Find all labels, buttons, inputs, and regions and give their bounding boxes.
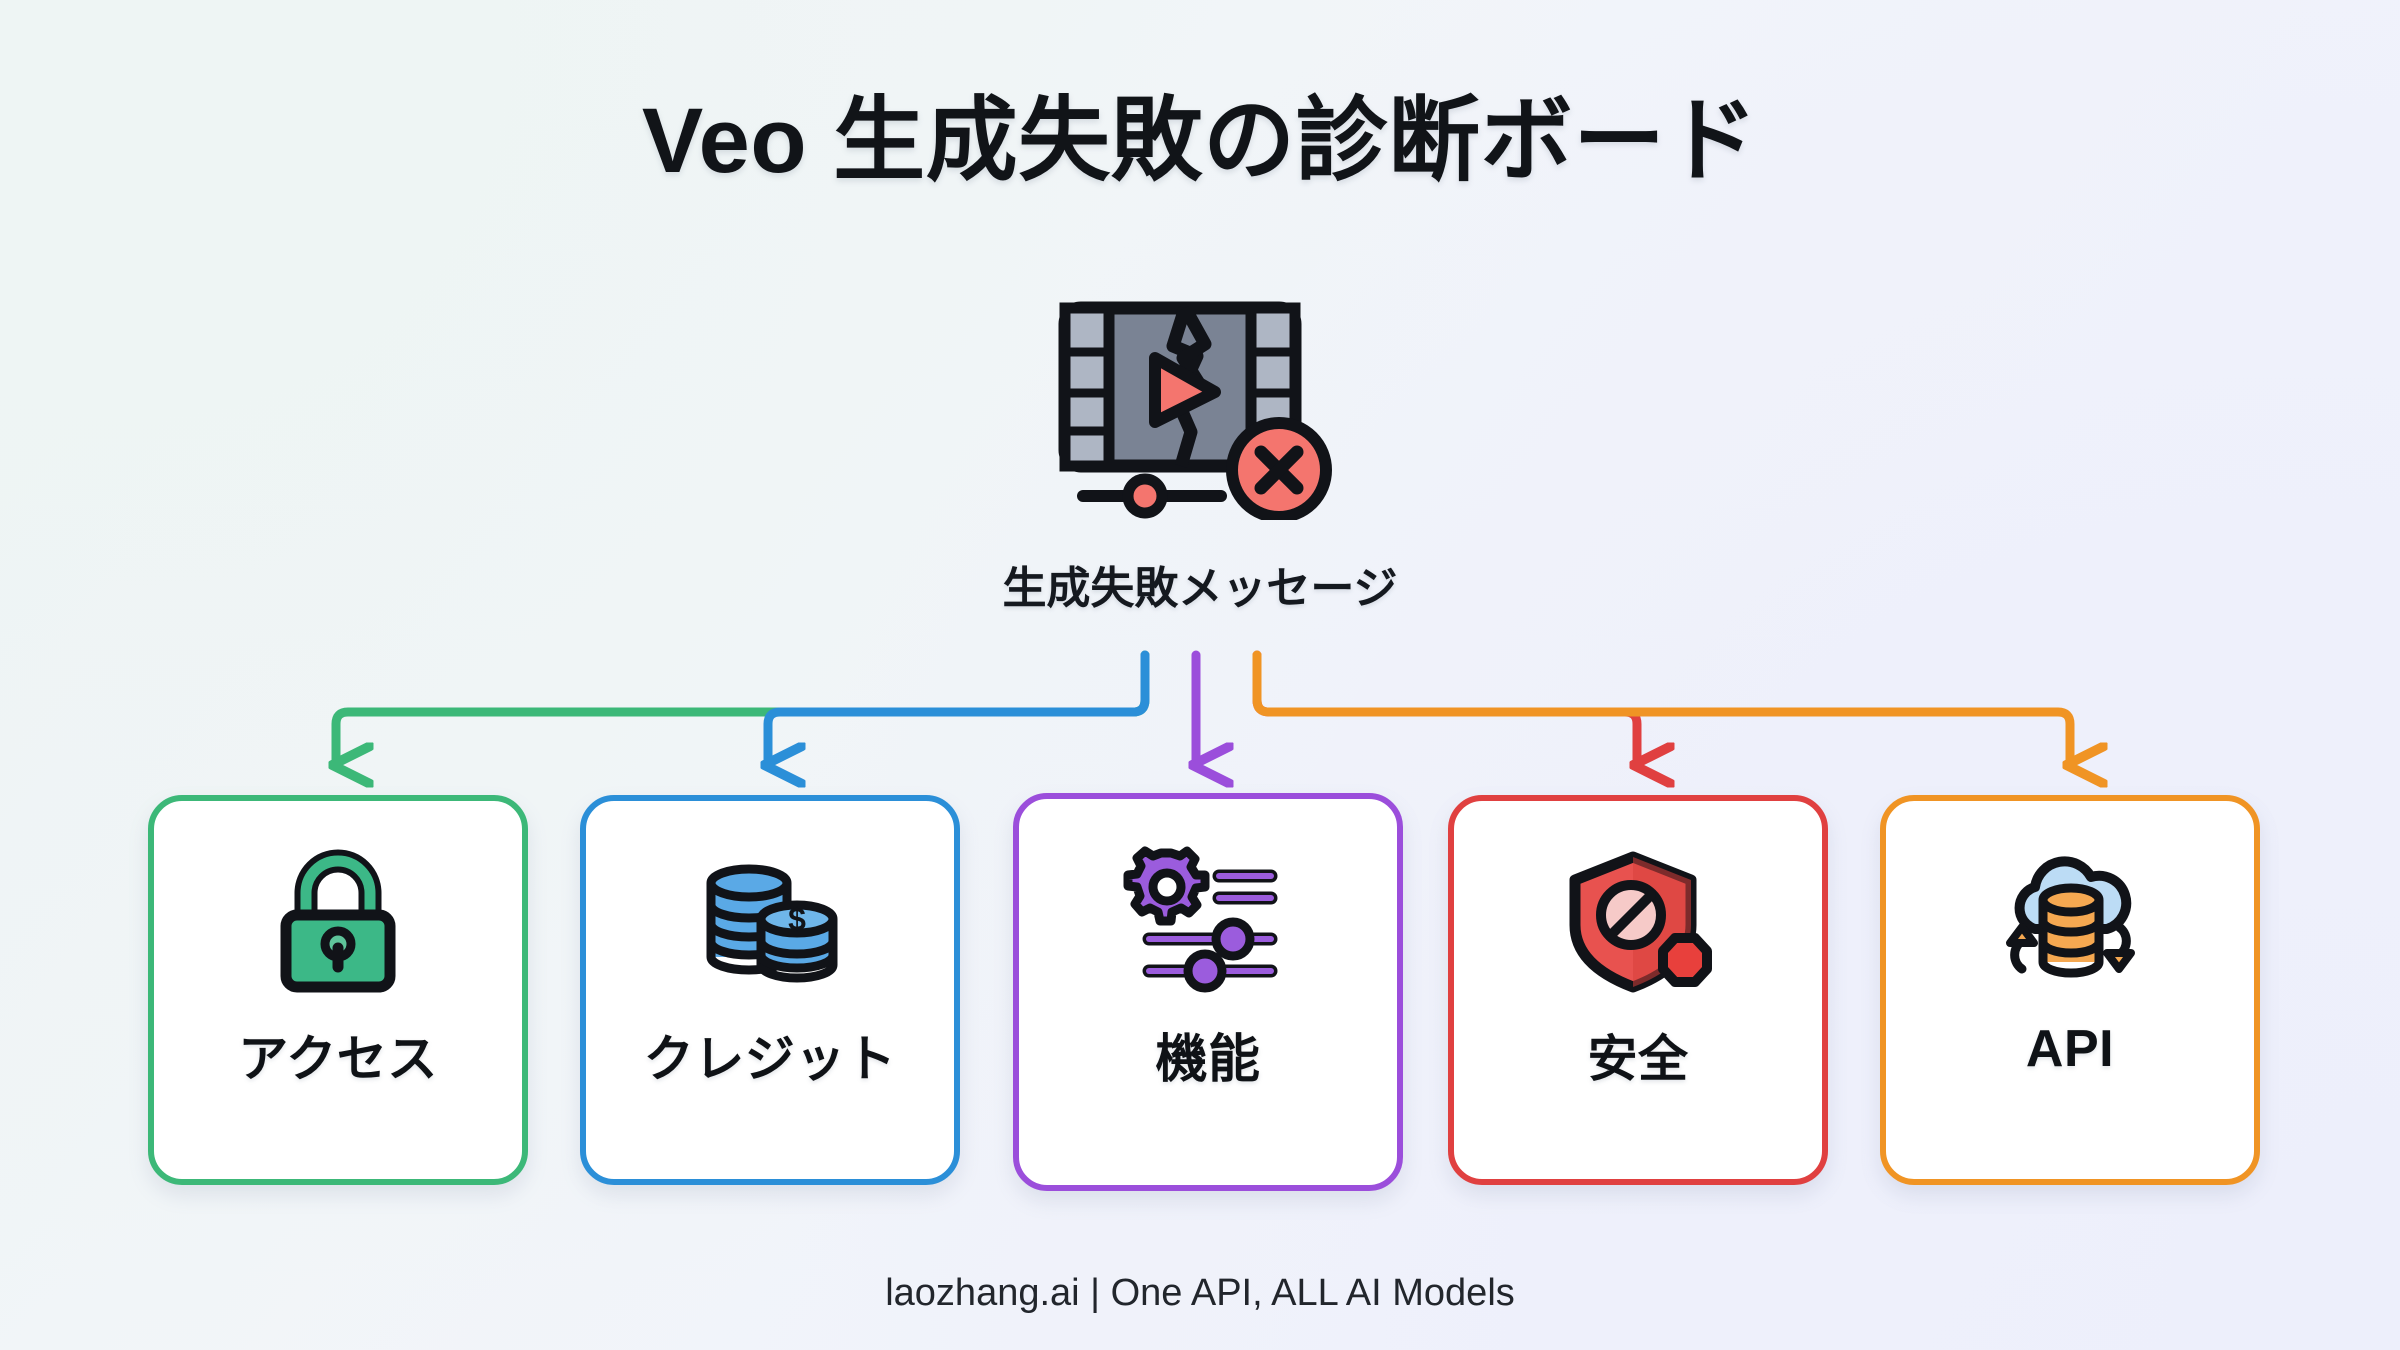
branch-card-api[interactable]: API	[1880, 795, 2260, 1185]
branch-label: API	[2025, 1020, 2115, 1078]
branch-label: クレジット	[643, 1031, 897, 1087]
cloud-database-sync-icon	[2006, 856, 2135, 978]
connector-credit	[768, 650, 1150, 765]
branch-card-feature[interactable]: 機能	[1013, 793, 1403, 1191]
branch-card-credit[interactable]: $ クレジット	[580, 795, 960, 1185]
gear-sliders-icon	[1123, 846, 1278, 993]
branch-label: 機能	[1155, 1031, 1261, 1089]
connector-access	[336, 650, 1150, 765]
connector-safety	[1252, 650, 1637, 765]
hub-caption: 生成失敗メッセージ	[1002, 564, 1398, 613]
svg-text:$: $	[788, 901, 806, 937]
branch-label: アクセス	[238, 1031, 438, 1087]
page-title: Veo 生成失敗の診断ボード	[641, 90, 1759, 192]
coin-stack-icon: $	[706, 864, 838, 983]
shield-block-icon	[1569, 851, 1712, 993]
padlock-icon	[280, 849, 396, 993]
branch-card-access[interactable]: アクセス	[148, 795, 528, 1185]
connector-api	[1252, 650, 2070, 765]
branch-card-safety[interactable]: 安全	[1448, 795, 1828, 1185]
branch-label: 安全	[1587, 1031, 1689, 1087]
footer-credit: laozhang.ai | One API, ALL AI Models	[885, 1272, 1515, 1314]
broken-video-error-icon	[1055, 300, 1345, 523]
